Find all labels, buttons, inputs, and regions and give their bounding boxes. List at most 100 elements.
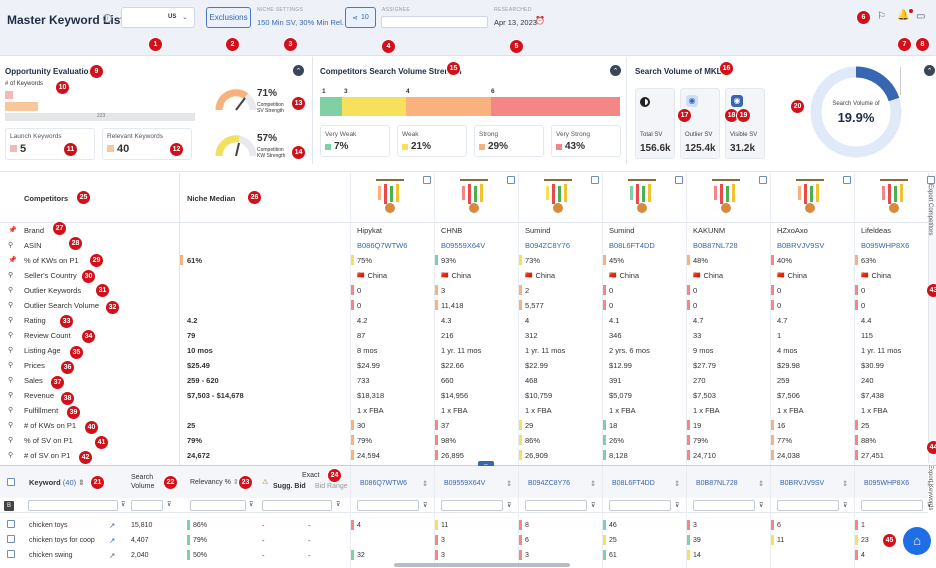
asin-link[interactable]: B0B87NL728 [693,240,738,250]
product-image[interactable] [370,176,410,216]
pin-icon[interactable]: ⚲ [8,302,14,309]
sort-icon[interactable]: ⇕ [926,478,933,488]
relevancy-filter-input[interactable] [190,500,246,511]
pin-icon[interactable]: 📌 [8,227,17,234]
horizontal-scrollbar[interactable] [394,563,570,567]
pin-icon[interactable]: ⚲ [8,452,14,459]
export-keywords-tab[interactable]: Export Keywords [927,465,933,511]
sort-icon[interactable]: ⇕ [674,478,681,488]
asin-col-header[interactable]: B095WHP8X6 [864,479,910,487]
asin-col-header[interactable]: B08L6FT4DD [612,479,655,487]
asin-link[interactable]: B094ZC8Y76 [525,240,571,250]
asin-col-header[interactable]: B086Q7WTW6 [360,479,408,487]
asin-link[interactable]: B09559X64V [441,240,486,250]
bid-range-label[interactable]: Bid Range [315,483,348,490]
asin-link[interactable]: B086Q7WTW6 [357,240,408,250]
alarm-icon[interactable]: ⏰ [535,16,545,25]
rank-filter-input[interactable] [777,500,839,511]
row-checkbox[interactable] [7,550,15,558]
asin-col-header[interactable]: B0B87NL728 [696,479,738,487]
filter-b-button[interactable]: B [4,501,14,511]
rank-filter-input[interactable] [693,500,755,511]
row-checkbox[interactable] [7,520,15,528]
filter-icon[interactable]: ⊽ [759,502,764,509]
pin-icon[interactable]: ⚲ [8,287,14,294]
sort-icon[interactable]: ⇕ [590,478,597,488]
asin-link[interactable]: B0BRVJV9SV [777,240,825,250]
filter-icon[interactable]: ⊽ [336,502,341,508]
pin-icon[interactable]: ⚲ [8,362,14,369]
rank-filter-input[interactable] [441,500,503,511]
select-product-checkbox[interactable] [675,176,683,184]
product-image[interactable] [790,176,830,216]
sort-icon[interactable]: ⇕ [78,478,85,487]
select-product-checkbox[interactable] [759,176,767,184]
product-image[interactable] [874,176,914,216]
pin-icon[interactable]: ⚲ [8,317,14,324]
select-product-checkbox[interactable] [591,176,599,184]
external-link-icon[interactable]: ↗ [109,550,116,560]
sugg-bid-label[interactable]: Sugg. Bid [273,483,306,490]
marketplace-select[interactable]: US ⌄ [121,7,195,28]
keyword-col-header[interactable]: Keyword (40) ⇕ [29,478,85,487]
keyword-filter-input[interactable] [28,500,118,511]
megaphone-icon[interactable]: ⚐ [877,11,886,22]
pin-icon[interactable]: ⚲ [8,407,14,414]
filter-icon[interactable]: ⊽ [591,502,596,509]
rank-filter-input[interactable] [609,500,671,511]
filter-icon[interactable]: ⊽ [167,502,172,508]
pin-icon[interactable]: ⚲ [8,242,14,249]
filter-icon[interactable]: ⊽ [675,502,680,509]
filter-icon[interactable]: ⊽ [249,502,254,508]
bid-filter-input[interactable] [262,500,332,511]
filter-icon[interactable]: ⊽ [121,502,126,508]
select-product-checkbox[interactable] [927,176,935,184]
niche-settings-link[interactable]: 150 Min SV, 30% Min Rel. [257,18,344,27]
support-chat-icon[interactable]: ⌂ [903,527,931,555]
exclusions-button[interactable]: Exclusions [206,7,251,28]
asin-col-header[interactable]: B0BRVJV9SV [780,479,825,487]
chat-icon[interactable]: ▭ [916,11,926,22]
pin-icon[interactable]: ⚲ [8,377,14,384]
select-product-checkbox[interactable] [423,176,431,184]
asin-col-header[interactable]: B094ZC8Y76 [528,479,571,487]
product-image[interactable] [454,176,494,216]
asin-col-header[interactable]: B09559X64V [444,479,486,487]
product-image[interactable] [622,176,662,216]
collapse-icon[interactable]: ⌃ [610,65,621,76]
collapse-icon[interactable]: ⌃ [924,65,935,76]
filter-icon[interactable]: ⊽ [423,502,428,509]
rank-filter-input[interactable] [357,500,419,511]
bell-icon[interactable]: 🔔 [897,10,910,21]
external-link-icon[interactable]: ↗ [109,520,116,530]
sort-icon[interactable]: ⇕ [422,478,429,488]
pin-icon[interactable]: ⚲ [8,347,14,354]
pin-icon[interactable]: ⚲ [8,272,14,279]
select-product-checkbox[interactable] [843,176,851,184]
asin-link[interactable]: B095WHP8X6 [861,240,910,250]
export-competitors-tab[interactable]: Export Competitors [927,184,933,236]
rank-filter-input[interactable] [525,500,587,511]
assignee-input[interactable] [381,16,488,28]
pin-icon[interactable]: ⚲ [8,332,14,339]
sort-icon[interactable]: ⇕ [506,478,513,488]
sv-filter-input[interactable] [131,500,163,511]
sort-icon[interactable]: ⇕ [842,478,849,488]
pin-icon[interactable]: 📌 [8,257,17,264]
share-button[interactable]: ⋖10 [345,7,376,28]
product-image[interactable] [706,176,746,216]
resize-handle-icon[interactable]: ⇔ [478,461,494,470]
filter-icon[interactable]: ⊽ [927,502,932,509]
row-checkbox[interactable] [7,535,15,543]
filter-icon[interactable]: ⊽ [507,502,512,509]
sort-icon[interactable]: ⇕ [232,479,239,486]
collapse-icon[interactable]: ⌃ [293,65,304,76]
asin-link[interactable]: B08L6FT4DD [609,240,655,250]
select-product-checkbox[interactable] [507,176,515,184]
pin-icon[interactable]: ⚲ [8,392,14,399]
pin-icon[interactable]: ⚲ [8,437,14,444]
rank-filter-input[interactable] [861,500,923,511]
info-icon[interactable]: i [103,14,112,23]
relevancy-col-header[interactable]: Relevancy % ⇕ [190,478,239,486]
